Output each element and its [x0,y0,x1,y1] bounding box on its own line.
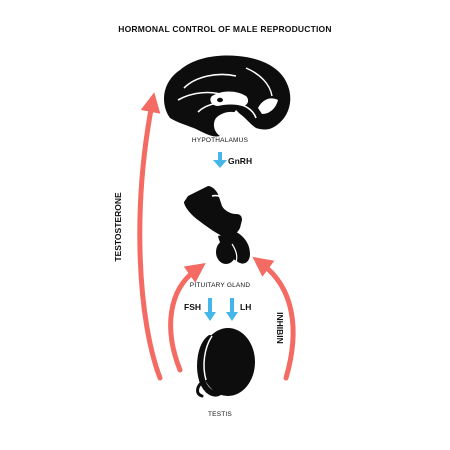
gnrh-label: GnRH [228,156,253,166]
page-title: HORMONAL CONTROL OF MALE REPRODUCTION [118,24,332,34]
fsh-arrow [204,298,216,321]
testis-label: TESTIS [208,411,232,418]
pituitary-gland-icon [184,186,250,264]
lh-arrow [226,298,238,321]
testosterone-pituitary-arrow [168,263,206,373]
gnrh-arrow [213,152,227,168]
hypothalamus-label: HYPOTHALAMUS [191,137,249,144]
testis-icon [196,328,255,398]
inhibin-label: INHIBIN [275,312,285,344]
fsh-label: FSH [184,302,201,312]
testosterone-feedback-arrow [137,92,163,381]
pituitary-label: PITUITARY GLAND [189,282,251,289]
lh-label: LH [240,302,252,312]
brain-icon [164,55,291,137]
testosterone-label: TESTOSTERONE [113,192,123,262]
inhibin-feedback-arrow [252,256,296,381]
